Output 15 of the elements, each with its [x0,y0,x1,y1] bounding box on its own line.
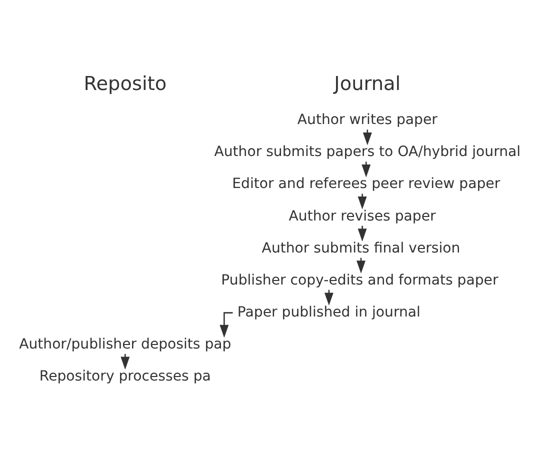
node-text: Author submits papers to OA/hybrid journal [214,144,521,160]
node-text: Author submits final version [262,240,460,256]
arrow [362,161,371,177]
node-text: Author revises paper [288,208,436,224]
arrow [120,353,130,370]
node-text: Author/publisher deposits pap [19,336,232,352]
arrow [358,193,367,209]
node-text: Paper published in journal [237,304,420,320]
label: Reposito [84,71,167,94]
arrow [220,312,233,338]
node-text: Repository processes pa [39,368,211,384]
label: Journal [334,71,401,94]
node-text: Editor and referees peer review paper [232,176,500,192]
node-text: Publisher copy-edits and formats paper [221,272,498,288]
node-text: Author writes paper [297,112,438,128]
